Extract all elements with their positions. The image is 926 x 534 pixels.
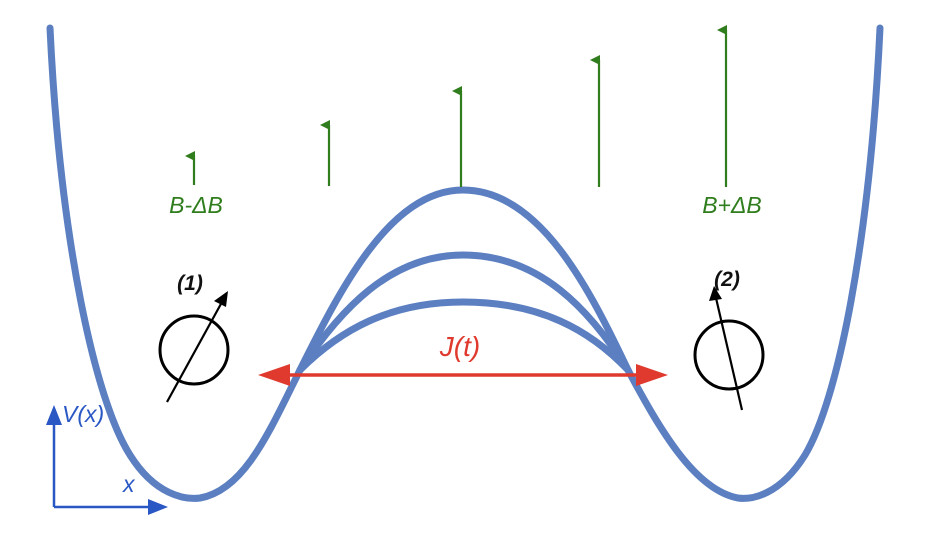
potential-outer-left: [46, 24, 304, 502]
field-label-right: B+ΔB: [702, 192, 762, 218]
y-axis-label: V(x): [62, 401, 104, 427]
field-label-left: B-ΔB: [169, 192, 223, 218]
potential-barrier-low: [296, 298, 632, 374]
spin-arrow-icon-right: [714, 297, 744, 411]
coupling-arrow: J(t): [258, 331, 668, 386]
spin-label-left: (1): [177, 272, 203, 295]
potential-well-curves: [46, 24, 884, 502]
coupling-label: J(t): [439, 331, 480, 362]
axes: [46, 405, 168, 515]
potential-outer-right: [624, 24, 884, 502]
spin-circle-right: [693, 319, 765, 391]
spin-circle-left: [158, 314, 230, 386]
spin-right: (2): [693, 268, 765, 411]
field-arrows: [185, 25, 728, 187]
x-axis-label: x: [122, 471, 136, 497]
spin-label-right: (2): [714, 268, 740, 291]
potential-barrier-high: [296, 186, 632, 374]
spin-arrow-icon-left: [166, 301, 223, 403]
axis-arrow-icon-y: [46, 405, 62, 425]
spin-left: (1): [158, 272, 230, 403]
axis-arrow-icon-x: [148, 499, 168, 515]
potential-barrier-mid: [296, 251, 632, 374]
